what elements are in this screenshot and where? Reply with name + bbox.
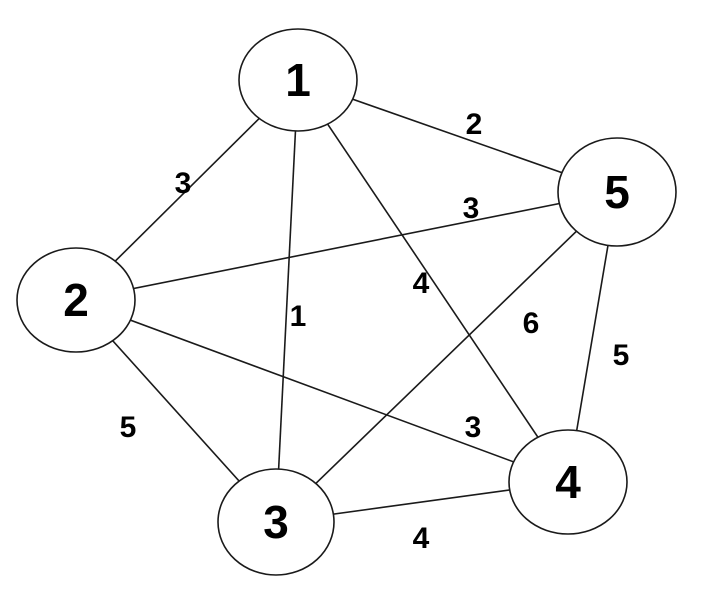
edge-1-4 <box>297 79 569 483</box>
edge-weight-1-5: 2 <box>466 108 483 141</box>
node-2: 2 <box>16 247 136 353</box>
node-layer: 1 2 3 4 5 <box>16 28 677 576</box>
node-label-3: 3 <box>263 496 289 548</box>
node-label-5: 5 <box>604 166 630 218</box>
edge-weight-3-4: 4 <box>413 522 430 555</box>
edge-weight-2-5: 3 <box>463 192 480 225</box>
edge-weight-1-4: 4 <box>413 267 430 300</box>
node-5: 5 <box>557 137 677 247</box>
node-circle-1 <box>238 28 358 132</box>
node-circle-3 <box>217 468 335 576</box>
node-label-2: 2 <box>63 274 89 326</box>
edge-3-5 <box>275 191 618 523</box>
node-circle-2 <box>16 247 136 353</box>
node-label-4: 4 <box>555 456 581 508</box>
edge-weight-1-2: 3 <box>175 167 192 200</box>
node-1: 1 <box>238 28 358 132</box>
node-4: 4 <box>508 429 628 535</box>
edge-2-4 <box>75 299 569 483</box>
edge-weight-1-3: 1 <box>290 300 307 333</box>
edge-1-3 <box>275 79 299 523</box>
edge-2-5 <box>75 191 618 301</box>
edge-weight-4-5: 5 <box>613 339 630 372</box>
edge-weight-2-4: 3 <box>465 411 482 444</box>
edge-weight-layer: 3 1 4 2 3 3 5 6 4 5 <box>120 108 630 555</box>
edge-weight-3-5: 6 <box>523 307 540 340</box>
node-label-1: 1 <box>285 54 311 106</box>
node-circle-5 <box>557 137 677 247</box>
node-circle-4 <box>508 429 628 535</box>
node-3: 3 <box>217 468 335 576</box>
edge-weight-2-3: 5 <box>120 411 137 444</box>
